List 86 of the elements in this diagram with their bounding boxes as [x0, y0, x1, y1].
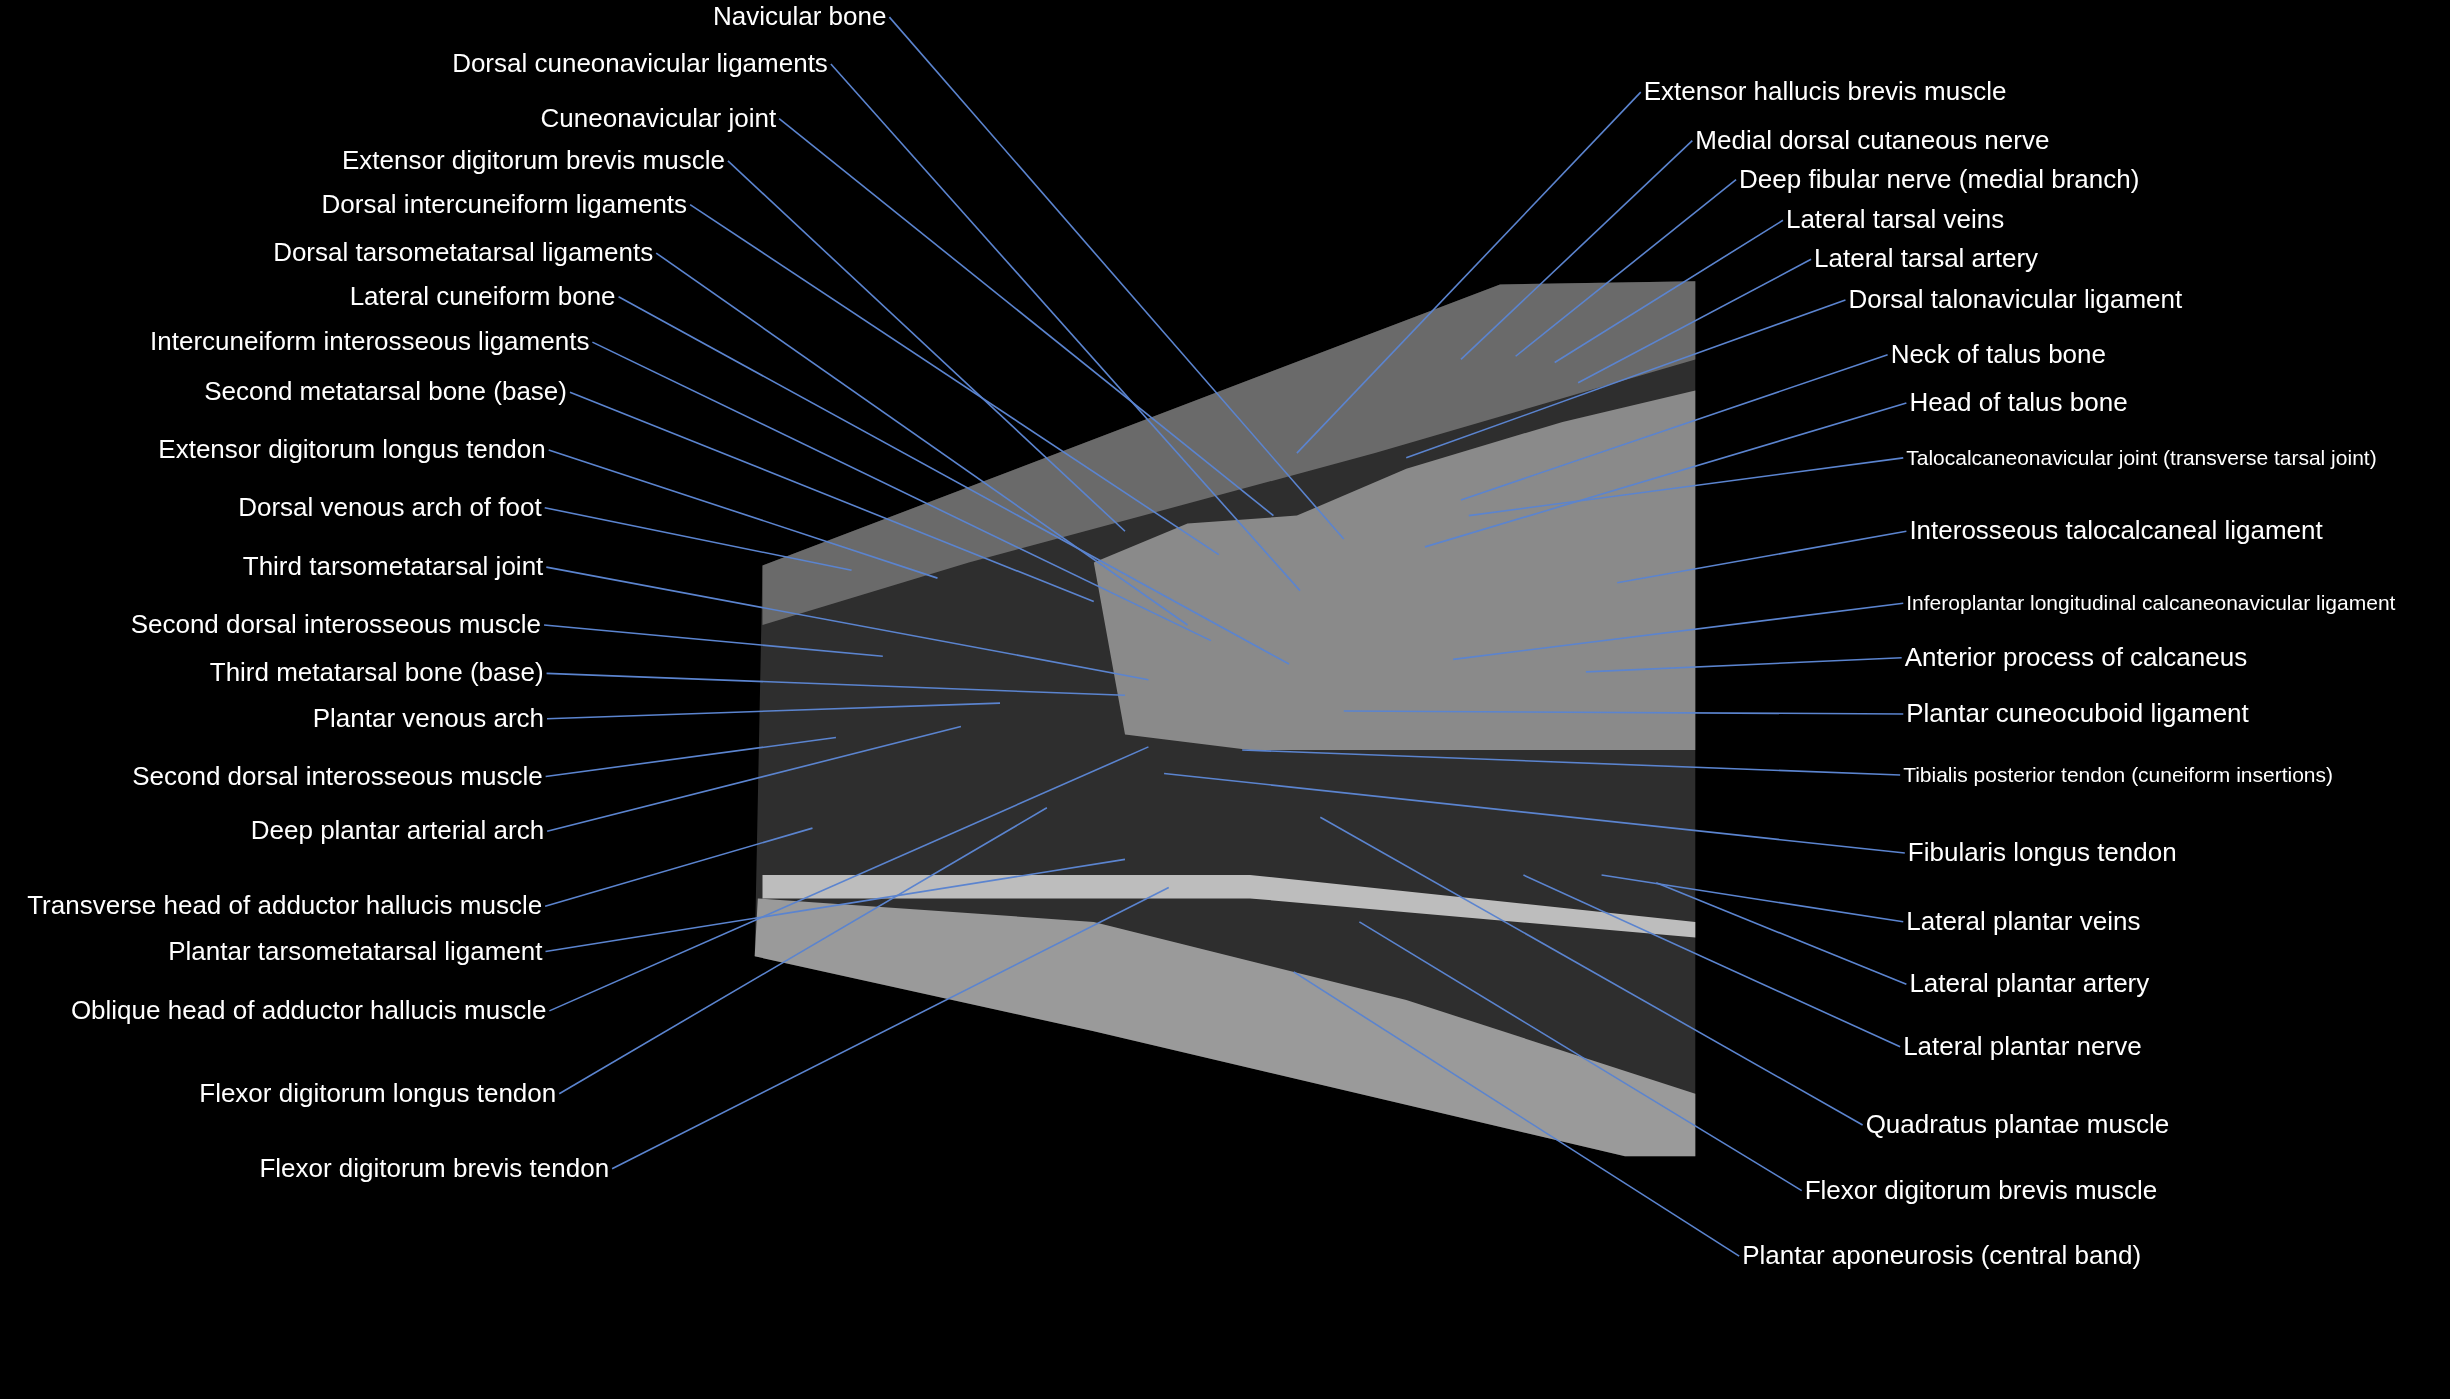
- leader-line: [1292, 971, 1740, 1257]
- leader-line: [1467, 457, 1905, 517]
- structure-label: Lateral plantar veins: [1906, 906, 2141, 937]
- structure-label: Dorsal intercuneiform ligaments: [321, 189, 688, 220]
- structure-label: Deep plantar arterial arch: [250, 816, 545, 847]
- structure-label: Second metatarsal bone (base): [204, 377, 567, 408]
- leader-line: [1655, 882, 1908, 986]
- leader-line: [547, 449, 939, 579]
- leader-line: [888, 16, 1345, 540]
- leader-line: [543, 624, 884, 658]
- structure-label: Oblique head of adductor hallucis muscle: [70, 995, 547, 1026]
- leader-line: [569, 391, 1095, 603]
- structure-label: Cuneonavicular joint: [540, 103, 777, 134]
- leader-line: [1319, 816, 1864, 1126]
- structure-label: Flexor digitorum brevis tendon: [259, 1153, 610, 1184]
- structure-label: Navicular bone: [712, 2, 887, 33]
- leader-line: [1514, 178, 1737, 358]
- leader-line: [1342, 710, 1905, 715]
- structure-label: Second dorsal interosseous muscle: [130, 610, 542, 640]
- leader-line: [830, 63, 1301, 592]
- structure-label: Flexor digitorum brevis muscle: [1804, 1175, 2158, 1206]
- structure-label: Extensor digitorum brevis muscle: [342, 145, 725, 176]
- leader-line: [1460, 353, 1889, 501]
- leader-line: [617, 296, 1290, 665]
- structure-label: Neck of talus bone: [1890, 339, 2106, 370]
- leader-line: [1616, 530, 1908, 584]
- leader-line: [1424, 402, 1908, 548]
- structure-label: Tibialis posterior tendon (cuneiform insertions): [1903, 763, 2334, 788]
- structure-label: Plantar cuneocuboid ligament: [1906, 699, 2249, 729]
- leader-line: [1585, 656, 1903, 673]
- structure-label: Second dorsal interosseous muscle: [132, 761, 543, 792]
- leader-line: [1405, 299, 1847, 459]
- structure-label: Interosseous talocalcaneal ligament: [1909, 516, 2323, 547]
- structure-label: Dorsal venous arch of foot: [238, 492, 542, 523]
- leader-line: [544, 858, 1126, 953]
- structure-label: Inferoplantar longitudinal calcaneonavicular ligament: [1906, 591, 2396, 616]
- leader-line: [546, 725, 962, 832]
- leader-line: [689, 203, 1220, 556]
- leader-line: [544, 736, 837, 778]
- leader-line: [1241, 749, 1901, 776]
- structure-label: Anterior process of calcaneus: [1904, 642, 2248, 673]
- leader-line: [1600, 874, 1905, 923]
- leader-line: [546, 702, 1001, 720]
- structure-label: Lateral tarsal artery: [1814, 244, 2039, 275]
- structure-label: Lateral plantar artery: [1909, 969, 2150, 1000]
- structure-label: Deep fibular nerve (medial branch): [1739, 164, 2140, 195]
- structure-label: Plantar tarsometatarsal ligament: [168, 936, 543, 967]
- leader-line: [548, 746, 1150, 1012]
- structure-label: Third metatarsal bone (base): [209, 658, 544, 689]
- structure-label: Dorsal talonavicular ligament: [1848, 285, 2183, 315]
- leader-line: [1460, 139, 1694, 361]
- leader-line: [1577, 258, 1812, 384]
- structure-label: Transverse head of adductor hallucis muscle: [27, 891, 543, 922]
- leader-line: [727, 160, 1126, 533]
- leader-line: [591, 341, 1212, 642]
- leader-line: [778, 117, 1275, 517]
- structure-label: Intercuneiform interosseous ligaments: [150, 327, 590, 358]
- structure-label: Medial dorsal cutaneous nerve: [1695, 125, 2050, 156]
- leader-line: [1452, 602, 1905, 661]
- leader-line: [543, 506, 853, 572]
- structure-label: Extensor digitorum longus tendon: [158, 435, 546, 465]
- leader-line: [545, 566, 1150, 681]
- structure-label: Quadratus plantae muscle: [1865, 1110, 2170, 1140]
- structure-label: Dorsal tarsometatarsal ligaments: [273, 238, 654, 268]
- structure-label: Lateral tarsal veins: [1785, 205, 2005, 236]
- leader-line: [1358, 921, 1803, 1192]
- structure-label: Plantar venous arch: [312, 703, 544, 734]
- structure-label: Fibularis longus tendon: [1907, 838, 2177, 868]
- structure-label: Head of talus bone: [1909, 388, 2128, 418]
- structure-label: Dorsal cuneonavicular ligaments: [452, 49, 828, 79]
- structure-label: Third tarsometatarsal joint: [242, 552, 544, 583]
- leader-line: [545, 672, 1126, 697]
- leader-line: [655, 252, 1189, 626]
- structure-label: Talocalcaneonavicular joint (transverse tarsal joint): [1906, 445, 2377, 470]
- structure-label: Lateral plantar nerve: [1903, 1031, 2142, 1062]
- leader-line: [558, 807, 1048, 1095]
- leader-line: [1163, 772, 1906, 854]
- structure-label: Plantar aponeurosis (central band): [1742, 1241, 2142, 1272]
- leader-line: [1522, 874, 1901, 1048]
- structure-label: Extensor hallucis brevis muscle: [1643, 77, 2007, 108]
- leader-line: [611, 886, 1170, 1170]
- structure-label: Flexor digitorum longus tendon: [199, 1078, 557, 1109]
- leader-line: [1553, 219, 1784, 364]
- structure-label: Lateral cuneiform bone: [349, 281, 616, 312]
- leader-line: [1296, 91, 1642, 454]
- leader-line: [544, 827, 814, 907]
